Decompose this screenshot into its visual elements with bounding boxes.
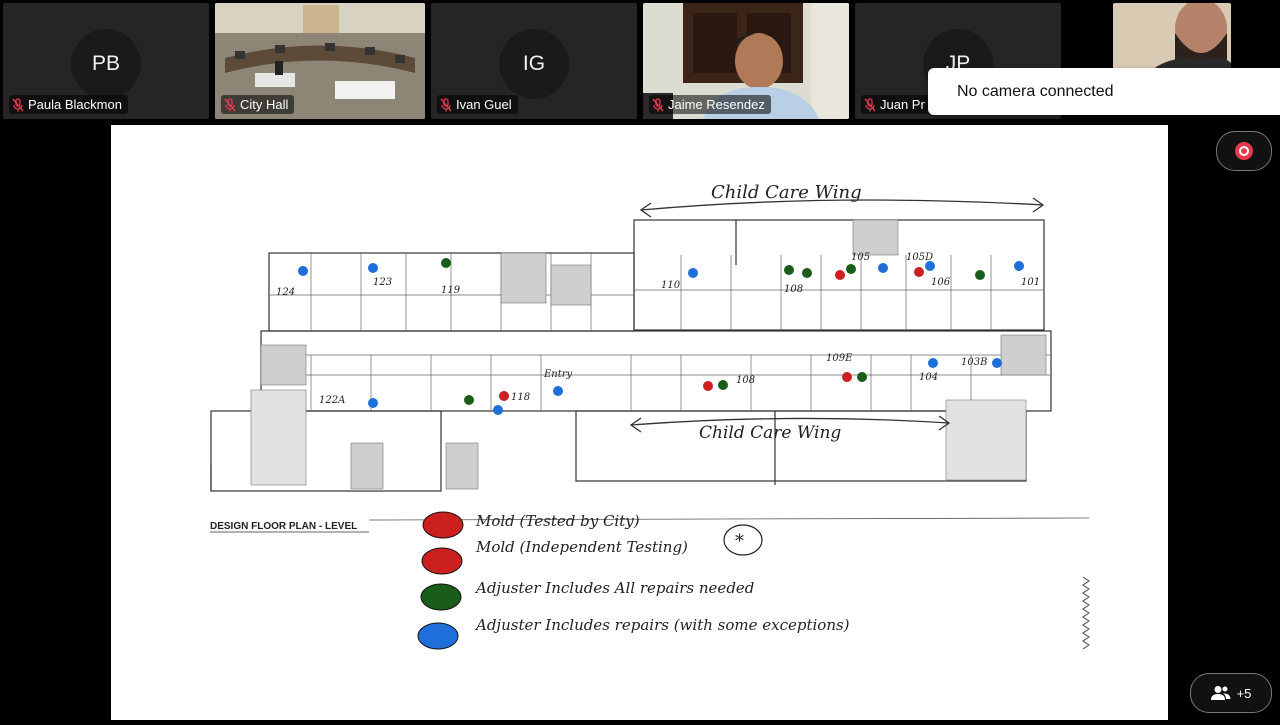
room-number: 103B [961, 357, 987, 368]
bottom-wing-label: Child Care Wing [699, 423, 841, 443]
scribble-decoration [1082, 576, 1090, 650]
room-number: 109E [826, 353, 853, 364]
record-icon [1235, 142, 1253, 160]
room-number: 119 [441, 285, 461, 296]
adjuster-some-marker [1014, 261, 1024, 271]
participant-name-label: Ivan Guel [437, 95, 518, 114]
room-number: 110 [661, 280, 681, 291]
adjuster-all-marker [846, 264, 856, 274]
independent-testing-circle-mark [723, 524, 763, 556]
room-number: 108 [784, 284, 803, 295]
top-wing-label: Child Care Wing [711, 182, 862, 203]
muted-mic-icon [440, 97, 452, 111]
room-number: 118 [511, 392, 530, 403]
plan-title: DESIGN FLOOR PLAN - LEVEL [210, 521, 357, 532]
room-number: 104 [919, 372, 938, 383]
avatar: PB [71, 29, 141, 99]
legend-swatch-mold-city [422, 511, 464, 539]
mold-marker [835, 270, 845, 280]
room-number: 106 [931, 277, 951, 288]
adjuster-all-marker [464, 395, 474, 405]
adjuster-some-marker [553, 386, 563, 396]
participant-name: City Hall [240, 97, 289, 112]
room-number: 105D [906, 252, 933, 263]
mold-marker [499, 391, 509, 401]
participant-name-label: Jaime Resendez [649, 95, 771, 114]
blue-markers [298, 261, 1024, 415]
legend-swatch-adjuster-some [417, 622, 459, 650]
mold-marker [914, 267, 924, 277]
adjuster-all-marker [857, 372, 867, 382]
adjuster-some-marker [992, 358, 1002, 368]
adjuster-all-marker [802, 268, 812, 278]
participant-name: Jaime Resendez [668, 97, 765, 112]
legend-label-adjuster-some: Adjuster Includes repairs (with some exc… [474, 616, 850, 634]
participants-button[interactable]: +5 [1190, 673, 1272, 713]
adjuster-some-marker [688, 268, 698, 278]
room-number: 124 [276, 287, 295, 298]
mold-marker [842, 372, 852, 382]
red-markers [499, 267, 924, 401]
participant-tile-ivan[interactable]: IG Ivan Guel [431, 3, 637, 119]
adjuster-some-marker [878, 263, 888, 273]
mold-marker [703, 381, 713, 391]
participant-name-label: Paula Blackmon [9, 95, 128, 114]
room-number: 105 [851, 252, 870, 263]
participant-name: Paula Blackmon [28, 97, 122, 112]
adjuster-all-marker [718, 380, 728, 390]
participant-tile-paula[interactable]: PB Paula Blackmon [3, 3, 209, 119]
self-view-video [1113, 3, 1231, 69]
avatar: IG [499, 29, 569, 99]
muted-mic-icon [12, 97, 24, 111]
legend-label-adjuster-all: Adjuster Includes All repairs needed [474, 579, 754, 597]
room-number: 122A [319, 395, 345, 406]
muted-mic-icon [652, 97, 664, 111]
adjuster-some-marker [368, 263, 378, 273]
room-number: 108 [736, 375, 755, 386]
shared-screen: Child Care Wing [111, 125, 1168, 720]
adjuster-some-marker [493, 405, 503, 415]
legend-swatch-mold-independent [421, 547, 463, 575]
adjuster-all-marker [441, 258, 451, 268]
participant-name-label: City Hall [221, 95, 295, 114]
floor-plan-drawing: Child Care Wing [210, 182, 1090, 650]
participant-count: +5 [1236, 685, 1252, 701]
room-number: 123 [373, 277, 392, 288]
participant-tile-jaime[interactable]: Jaime Resendez [643, 3, 849, 119]
muted-mic-icon [864, 97, 876, 111]
participant-name-label: Juan Pr [861, 95, 931, 114]
green-markers [441, 258, 985, 405]
adjuster-some-marker [928, 358, 938, 368]
adjuster-some-marker [298, 266, 308, 276]
people-icon [1210, 686, 1231, 700]
muted-mic-icon [224, 97, 236, 111]
adjuster-all-marker [784, 265, 794, 275]
self-view-tile[interactable] [1113, 3, 1231, 69]
adjuster-some-marker [925, 261, 935, 271]
participant-tile-city-hall[interactable]: City Hall [215, 3, 425, 119]
independent-testing-asterisk: * [735, 531, 744, 552]
legend: Mold (Tested by City) Mold (Independent … [417, 511, 850, 650]
legend-swatch-adjuster-all [420, 583, 462, 611]
room-number: 101 [1021, 277, 1040, 288]
adjuster-some-marker [368, 398, 378, 408]
room-number: Entry [543, 369, 573, 380]
recording-button[interactable] [1216, 131, 1272, 171]
legend-label-mold-independent: Mold (Independent Testing) [475, 538, 688, 556]
no-camera-toast: No camera connected [928, 68, 1280, 115]
participant-name: Juan Pr [880, 97, 925, 112]
adjuster-all-marker [975, 270, 985, 280]
participant-name: Ivan Guel [456, 97, 512, 112]
legend-label-mold-city: Mold (Tested by City) [475, 512, 640, 530]
